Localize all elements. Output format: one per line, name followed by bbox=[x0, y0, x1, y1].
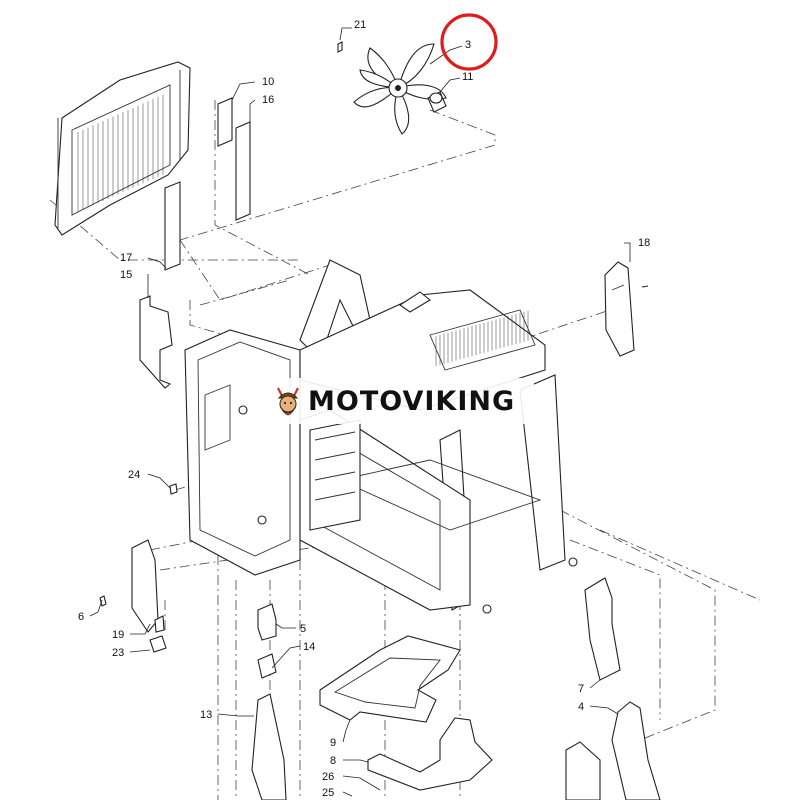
fan-assembly bbox=[337, 41, 447, 135]
callout-17: 17 bbox=[120, 252, 132, 264]
callout-9: 9 bbox=[330, 737, 336, 749]
floor-plate-9 bbox=[319, 635, 461, 723]
callout-5: 5 bbox=[300, 623, 306, 635]
callout-3: 3 bbox=[465, 39, 471, 51]
callout-23: 23 bbox=[112, 647, 124, 659]
callout-6: 6 bbox=[78, 611, 84, 623]
grille-mesh bbox=[77, 94, 164, 212]
floor-plate-8 bbox=[367, 717, 493, 791]
callout-15: 15 bbox=[120, 269, 132, 281]
callout-25: 25 bbox=[322, 787, 334, 799]
callout-11: 11 bbox=[462, 71, 473, 83]
side-panel-18 bbox=[604, 261, 649, 357]
engine-vent bbox=[435, 310, 529, 366]
callout-8: 8 bbox=[330, 755, 336, 767]
callout-19: 19 bbox=[112, 629, 124, 641]
callout-14: 14 bbox=[303, 641, 315, 653]
callout-18: 18 bbox=[638, 237, 650, 249]
callout-10: 10 bbox=[262, 76, 274, 88]
rear-grille-panel bbox=[54, 61, 191, 236]
callout-4: 4 bbox=[578, 701, 584, 713]
callout-labels: 21 3 11 10 16 17 15 18 24 6 19 23 5 14 1… bbox=[78, 19, 650, 799]
seal-strips bbox=[164, 97, 251, 271]
brand-name: MOTOVIKING bbox=[308, 385, 516, 417]
brackets bbox=[257, 603, 277, 679]
callout-24: 24 bbox=[128, 469, 140, 481]
callout-26: 26 bbox=[322, 771, 334, 783]
support-column-13 bbox=[251, 693, 287, 800]
viking-helmet-icon bbox=[277, 387, 299, 416]
callout-21: 21 bbox=[354, 19, 366, 31]
left-parts bbox=[99, 295, 178, 653]
side-guard-7 bbox=[584, 577, 621, 681]
callout-16: 16 bbox=[262, 94, 274, 106]
brand-watermark: MOTOVIKING bbox=[264, 378, 534, 424]
main-frame bbox=[184, 259, 578, 614]
callout-7: 7 bbox=[578, 683, 584, 695]
callout-13: 13 bbox=[200, 709, 212, 721]
highlight-circle bbox=[440, 13, 498, 71]
leader-lines bbox=[89, 27, 631, 797]
side-guard-4 bbox=[565, 701, 661, 800]
